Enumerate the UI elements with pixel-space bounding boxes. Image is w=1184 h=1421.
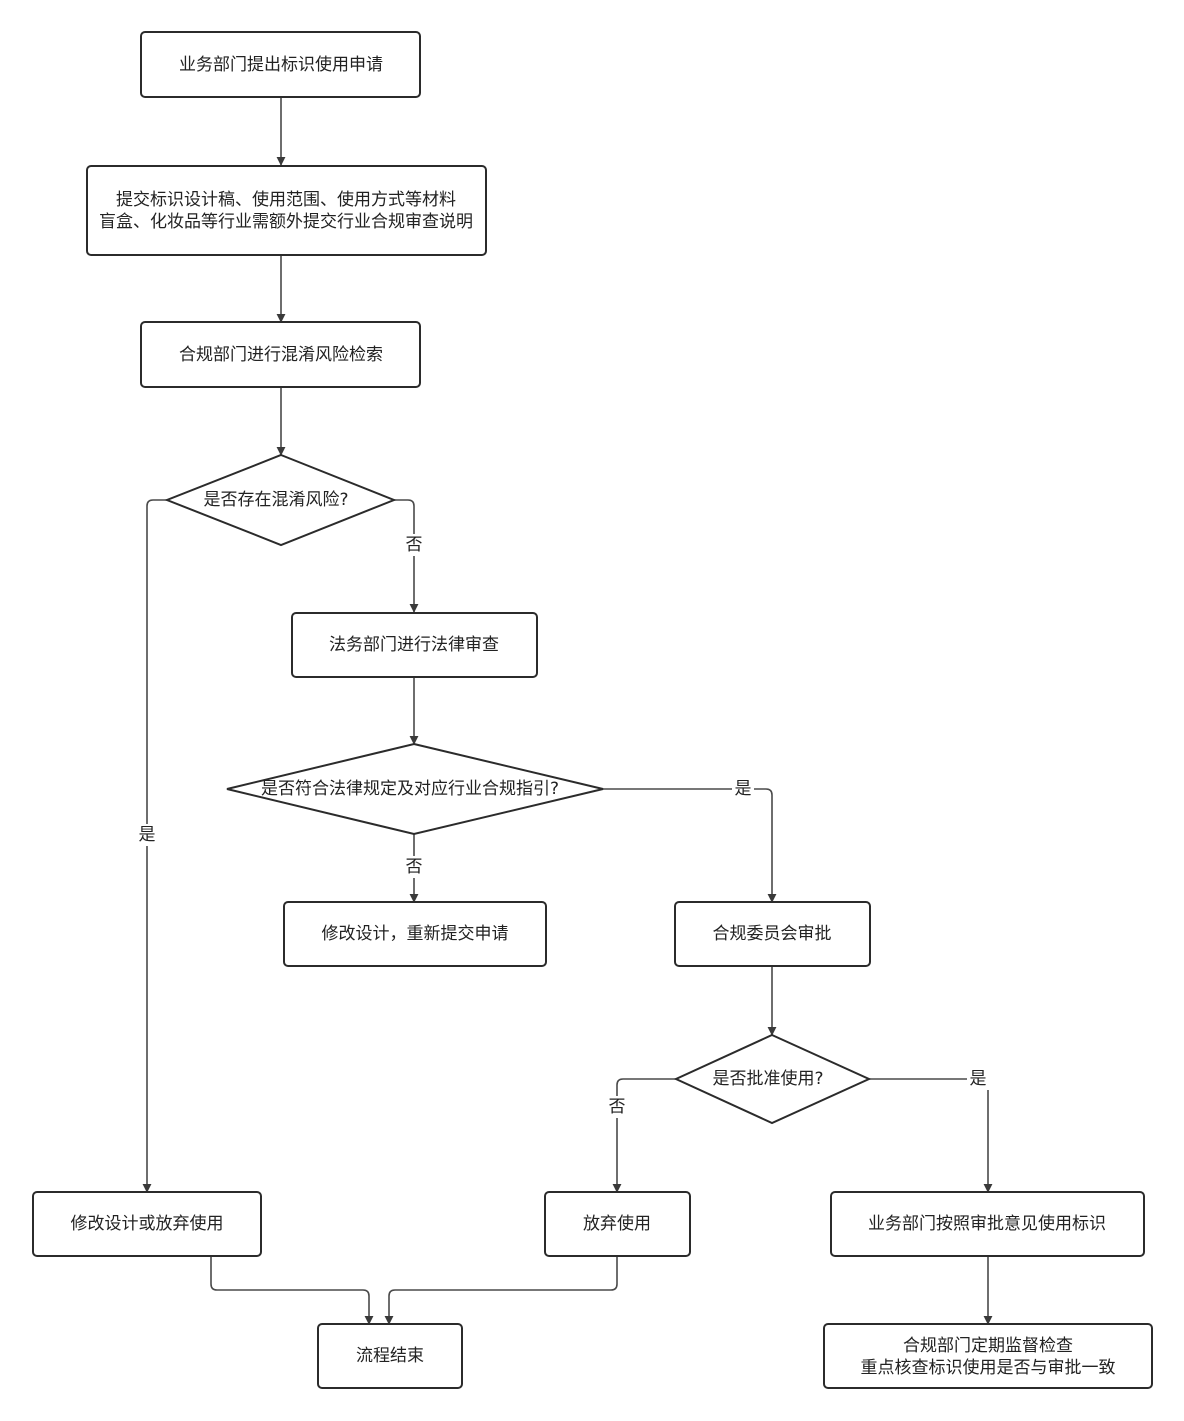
node-legal-review: 法务部门进行法律审查 xyxy=(291,612,538,678)
node-label: 业务部门按照审批意见使用标识 xyxy=(868,1213,1106,1234)
decision-label: 是否符合法律规定及对应行业合规指引? xyxy=(261,779,559,799)
node-label: 放弃使用 xyxy=(583,1213,651,1234)
node-apply-request: 业务部门提出标识使用申请 xyxy=(140,31,421,98)
decision-label: 是否存在混淆风险? xyxy=(203,490,348,510)
node-committee-approval: 合规委员会审批 xyxy=(674,901,871,967)
edge-d3-yes xyxy=(869,1078,993,1193)
node-label: 流程结束 xyxy=(356,1346,424,1366)
edge-label-d3-yes: 是 xyxy=(967,1068,989,1090)
edge-label-d2-no: 否 xyxy=(403,856,425,878)
node-process-end: 流程结束 xyxy=(317,1323,463,1389)
node-label: 合规部门定期监督检查 xyxy=(903,1336,1073,1356)
node-label: 法务部门进行法律审查 xyxy=(329,635,499,655)
node-label: 修改设计或放弃使用 xyxy=(71,1213,224,1234)
node-label: 合规委员会审批 xyxy=(713,924,832,944)
edge-label-text: 是 xyxy=(139,825,156,845)
decision-label: 是否批准使用? xyxy=(712,1068,823,1089)
node-label: 修改设计，重新提交申请 xyxy=(322,924,509,944)
edge-d1-no xyxy=(394,499,419,613)
edge-label-text: 是 xyxy=(970,1069,987,1089)
edges xyxy=(142,97,993,1325)
nodes: 业务部门提出标识使用申请 提交标识设计稿、使用范围、使用方式等材料 盲盒、化妆品… xyxy=(32,31,1153,1389)
edge-d1-yes xyxy=(142,499,167,1193)
edge-labels: 否 是 否 是 否 是 xyxy=(136,534,989,1118)
decision-legal-compliance: 是否符合法律规定及对应行业合规指引? xyxy=(226,742,604,836)
node-label: 业务部门提出标识使用申请 xyxy=(179,54,383,75)
node-use-per-approval: 业务部门按照审批意见使用标识 xyxy=(830,1191,1145,1257)
edge-label-text: 否 xyxy=(406,535,423,555)
node-submit-materials: 提交标识设计稿、使用范围、使用方式等材料 盲盒、化妆品等行业需额外提交行业合规审… xyxy=(86,165,487,256)
edge-label-text: 否 xyxy=(406,857,423,877)
edge-label-d1-no: 否 xyxy=(403,534,425,556)
edge-label-d1-yes: 是 xyxy=(136,824,158,846)
edge-n8-n10 xyxy=(384,1256,618,1325)
node-abandon-use: 放弃使用 xyxy=(544,1191,691,1257)
edge-n7-n10 xyxy=(210,1256,374,1325)
node-label: 提交标识设计稿、使用范围、使用方式等材料 xyxy=(116,189,456,210)
node-label: 盲盒、化妆品等行业需额外提交行业合规审查说明 xyxy=(99,212,473,232)
node-periodic-inspection: 合规部门定期监督检查 重点核查标识使用是否与审批一致 xyxy=(823,1323,1153,1389)
node-label: 合规部门进行混淆风险检索 xyxy=(179,345,383,365)
edge-d2-yes xyxy=(603,788,777,903)
node-confusion-search: 合规部门进行混淆风险检索 xyxy=(140,321,421,388)
decision-confusion-risk: 是否存在混淆风险? xyxy=(164,453,397,547)
node-modify-resubmit: 修改设计，重新提交申请 xyxy=(283,901,547,967)
decision-approve-use: 是否批准使用? xyxy=(673,1033,872,1125)
node-label: 重点核查标识使用是否与审批一致 xyxy=(861,1357,1116,1378)
node-modify-or-abandon: 修改设计或放弃使用 xyxy=(32,1191,262,1257)
edge-label-d3-no: 否 xyxy=(606,1096,628,1118)
edge-label-text: 是 xyxy=(735,779,752,799)
edge-label-text: 否 xyxy=(609,1097,626,1117)
edge-d3-no xyxy=(612,1078,676,1193)
edge-label-d2-yes: 是 xyxy=(732,778,754,800)
